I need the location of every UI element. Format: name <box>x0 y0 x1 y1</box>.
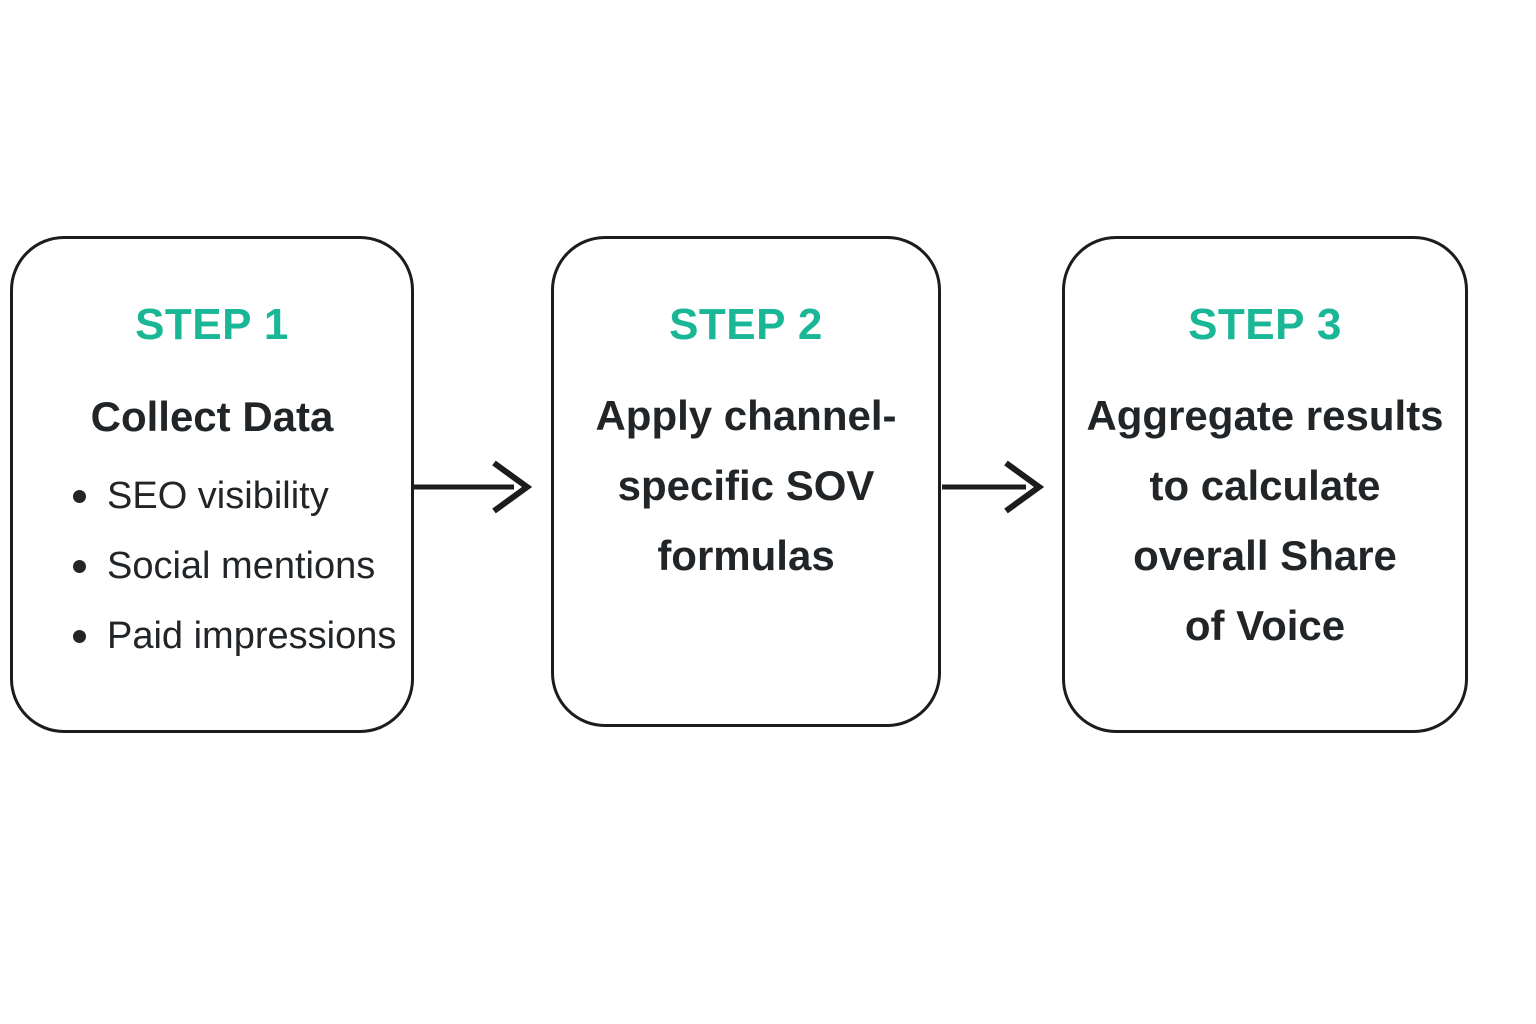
step-1-label: STEP 1 <box>135 300 289 349</box>
description-line: specific SOV <box>617 462 875 509</box>
step-3-description: Aggregate results to calculate overall S… <box>1065 381 1465 661</box>
bullet-item: Social mentions <box>71 531 411 601</box>
description-line: Aggregate results <box>1086 392 1444 439</box>
arrow-right-icon <box>942 460 1044 514</box>
description-line: formulas <box>657 532 835 579</box>
step-box-1: STEP 1 Collect Data SEO visibility Socia… <box>10 236 414 733</box>
description-line: of Voice <box>1184 602 1346 649</box>
description-line: Apply channel- <box>595 392 897 439</box>
step-2-description: Apply channel- specific SOV formulas <box>554 381 938 591</box>
arrow-right-icon <box>414 460 532 514</box>
bullet-item: SEO visibility <box>71 461 411 531</box>
step-1-bullet-list: SEO visibility Social mentions Paid impr… <box>13 461 411 671</box>
bullet-item: Paid impressions <box>71 601 411 671</box>
step-2-label: STEP 2 <box>669 300 823 349</box>
step-3-label: STEP 3 <box>1188 300 1342 349</box>
step-box-3: STEP 3 Aggregate results to calculate ov… <box>1062 236 1468 733</box>
description-line: to calculate <box>1149 462 1381 509</box>
step-box-2: STEP 2 Apply channel- specific SOV formu… <box>551 236 941 727</box>
description-line: overall Share <box>1133 532 1397 579</box>
step-1-title: Collect Data <box>90 393 334 440</box>
